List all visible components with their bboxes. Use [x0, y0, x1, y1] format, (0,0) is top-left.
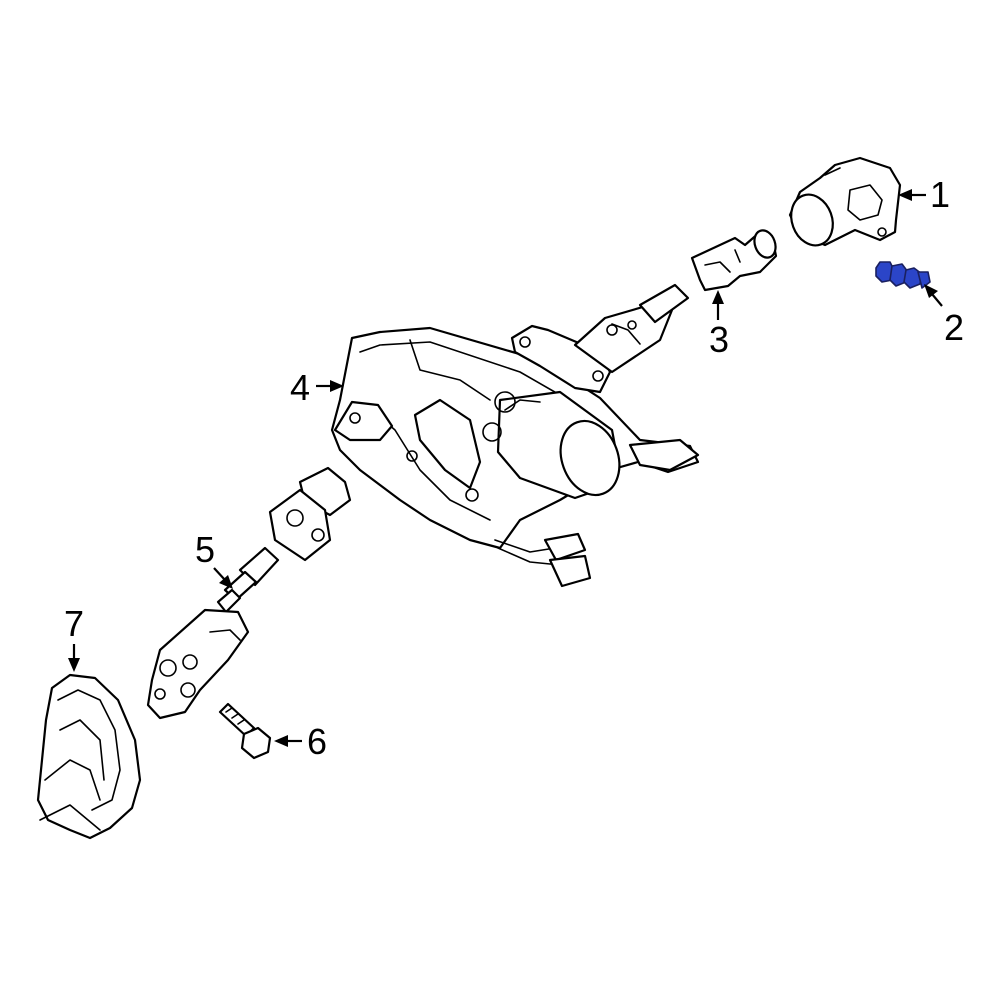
part-2-key-interlock-pin[interactable]	[875, 261, 931, 289]
callout-1: 1	[898, 174, 950, 215]
svg-text:4: 4	[290, 367, 310, 408]
callout-5: 5	[195, 529, 233, 589]
part-4-steering-column-assembly[interactable]	[330, 283, 700, 588]
callout-4: 4	[290, 367, 344, 408]
svg-text:3: 3	[709, 319, 729, 360]
svg-text:6: 6	[307, 721, 327, 762]
callout-7: 7	[64, 603, 84, 672]
part-5-intermediate-shaft[interactable]	[146, 466, 352, 720]
part-1-column-cover[interactable]	[784, 156, 902, 251]
callout-2: 2	[924, 284, 964, 348]
svg-text:7: 7	[64, 603, 84, 644]
callout-3: 3	[709, 290, 729, 360]
part-6-bolt[interactable]	[218, 702, 272, 760]
part-7-steering-column-boot[interactable]	[36, 673, 142, 840]
callout-6: 6	[274, 721, 327, 762]
part-3-switch-component[interactable]	[690, 227, 779, 292]
svg-text:2: 2	[944, 307, 964, 348]
svg-text:5: 5	[195, 529, 215, 570]
svg-text:1: 1	[930, 174, 950, 215]
